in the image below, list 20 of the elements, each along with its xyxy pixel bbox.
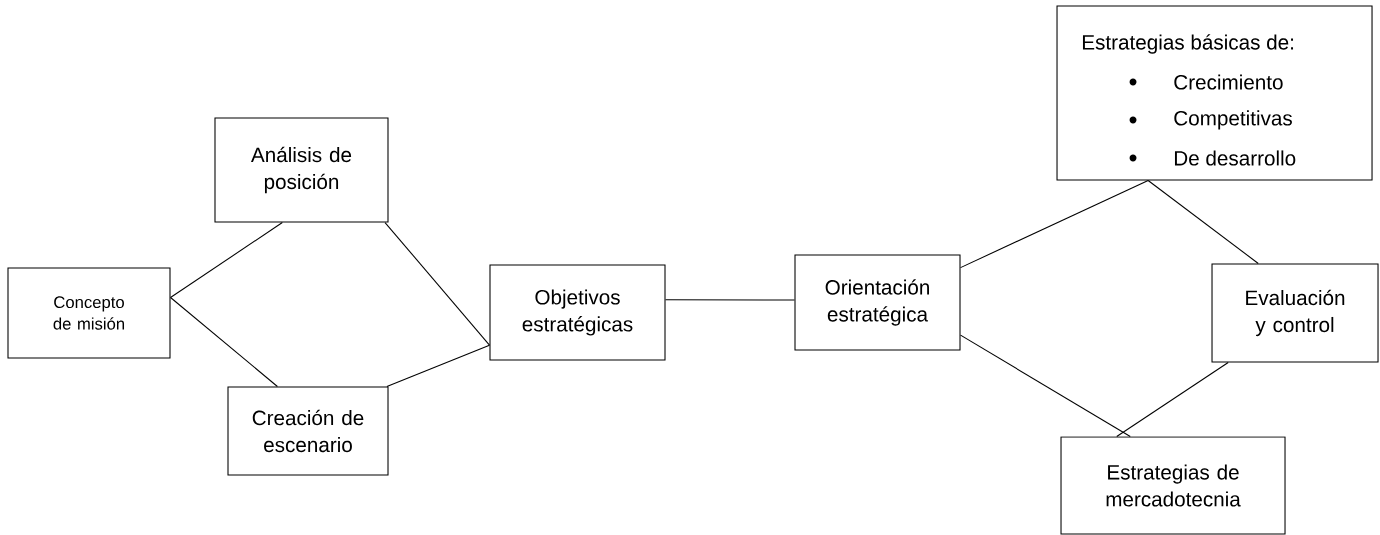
process-box: Evaluación y control: [1211, 263, 1379, 363]
connector-line: [170, 222, 283, 299]
connector-line: [1147, 180, 1259, 264]
list-item: Crecimiento: [1174, 74, 1283, 90]
connector-line: [960, 334, 1131, 437]
process-box: Objetivos estratégicas: [489, 264, 666, 361]
process-box: Análisis de posición: [214, 117, 389, 223]
list-item: De desarrollo: [1175, 150, 1296, 166]
process-box: Estrategias de mercadotecnia: [1060, 436, 1286, 535]
connector-line: [170, 296, 278, 387]
connector-line: [960, 180, 1149, 269]
connector-line: [1116, 362, 1229, 437]
list-item: Competitivas: [1174, 110, 1292, 130]
list-heading: Estrategias básicas de:: [1083, 34, 1293, 54]
process-box: Creación de escenario: [227, 386, 389, 476]
process-box: Orientación estratégica: [794, 254, 961, 351]
process-box: Concepto de misión: [7, 267, 171, 359]
connector-line: [665, 299, 795, 301]
connector-line: [384, 222, 490, 346]
connector-line: [386, 344, 490, 387]
